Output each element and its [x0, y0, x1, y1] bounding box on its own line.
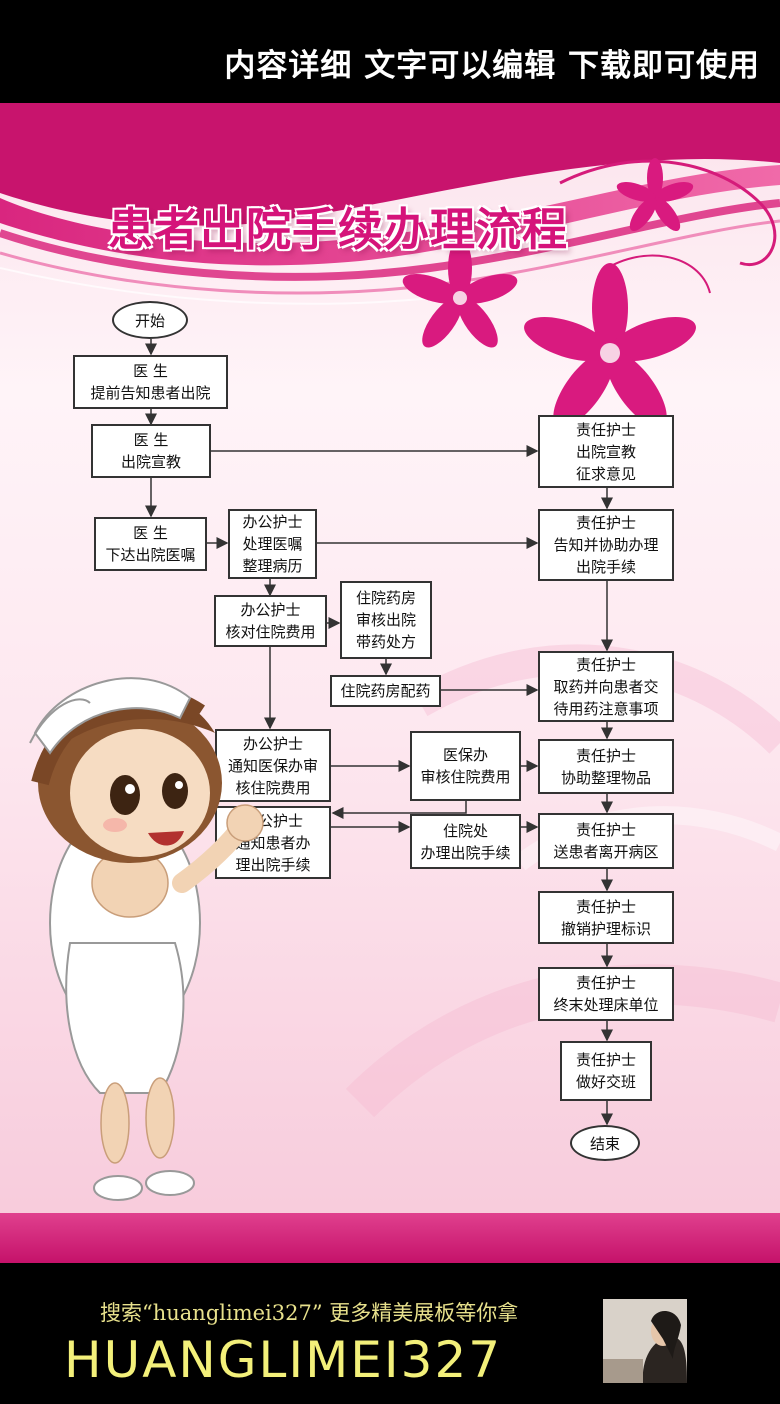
top-banner: 内容详细 文字可以编辑 下载即可使用 — [0, 0, 780, 103]
pharmacy-dispense-step: 住院药房配药 — [330, 675, 441, 707]
brand-text: HUANGLIMEI327 — [64, 1331, 503, 1389]
insurance-office-step: 医保办 审核住院费用 — [410, 731, 521, 801]
poster: 患者出院手续办理流程 — [0, 103, 780, 1263]
flow-connectors — [145, 339, 613, 1126]
rn-educate-step: 责任护士 出院宣教 征求意见 — [538, 415, 674, 488]
bottom-stripe — [0, 1213, 780, 1263]
person-photo-icon — [603, 1299, 687, 1383]
doctor-order-step: 医 生 下达出院医嘱 — [94, 517, 207, 571]
office-nurse-order-step: 办公护士 处理医嘱 整理病历 — [228, 509, 317, 579]
rn-belongings-step: 责任护士 协助整理物品 — [538, 739, 674, 794]
pharmacy-review-step: 住院药房 审核出院 带药处方 — [340, 581, 432, 659]
rn-handover-step: 责任护士 做好交班 — [560, 1041, 652, 1101]
rn-inform-step: 责任护士 告知并协助办理 出院手续 — [538, 509, 674, 581]
nurse-icon — [29, 677, 264, 1201]
search-hint-text: 搜索“huanglimei327” 更多精美展板等你拿 — [100, 1301, 519, 1325]
end-node: 结束 — [570, 1125, 640, 1161]
nurse-illustration — [29, 677, 264, 1201]
discharge-office-step: 住院处 办理出院手续 — [410, 814, 521, 869]
page-title: 患者出院手续办理流程 — [108, 203, 569, 256]
start-node: 开始 — [112, 301, 188, 339]
footer-banner: 搜索“huanglimei327” 更多精美展板等你拿 HUANGLIMEI32… — [0, 1263, 780, 1404]
doctor-notify-step: 医 生 提前告知患者出院 — [73, 355, 228, 409]
banner-text: 内容详细 文字可以编辑 下载即可使用 — [224, 48, 760, 84]
author-photo — [603, 1299, 687, 1383]
rn-medicine-step: 责任护士 取药并向患者交 待用药注意事项 — [538, 651, 674, 722]
office-nurse-check-step: 办公护士 核对住院费用 — [214, 595, 327, 647]
doctor-educate-step: 医 生 出院宣教 — [91, 424, 211, 478]
rn-escort-step: 责任护士 送患者离开病区 — [538, 813, 674, 869]
rn-remove-id-step: 责任护士 撤销护理标识 — [538, 891, 674, 944]
rn-bed-step: 责任护士 终末处理床单位 — [538, 967, 674, 1021]
flower-icon — [402, 158, 696, 428]
office-nurse-insurance-step: 办公护士 通知医保办审 核住院费用 — [215, 729, 331, 802]
